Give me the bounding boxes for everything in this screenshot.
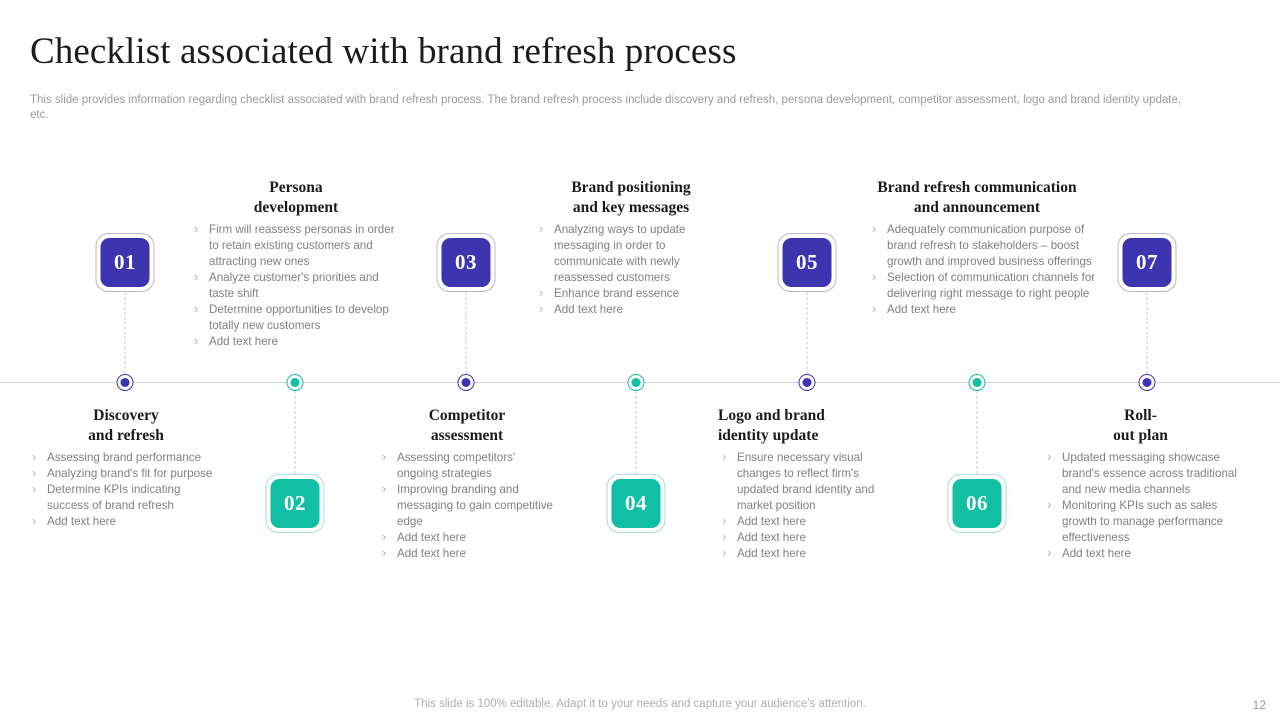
step-heading-line2: and refresh <box>88 427 164 444</box>
timeline-node-2[interactable] <box>286 374 304 391</box>
step-bullets-4: Analyzing ways to update messaging in or… <box>535 221 727 318</box>
step-bullets-3: Assessing competitors' ongoing strategie… <box>378 449 556 562</box>
step-badge-4[interactable]: 04 <box>606 474 666 533</box>
step-heading-line1: Roll- <box>1124 407 1157 424</box>
list-item: Add text here <box>28 513 224 530</box>
node-core-icon <box>631 378 641 387</box>
list-item: Monitoring KPIs such as sales growth to … <box>1043 497 1238 546</box>
connector-5 <box>806 292 808 374</box>
list-item: Add text here <box>535 301 727 318</box>
node-core-icon <box>120 378 130 387</box>
step-bullets-6: Adequately communication purpose of bran… <box>849 221 1105 318</box>
step-bullets-2: Firm will reassess personas in order to … <box>190 221 402 350</box>
list-item: Add text here <box>1043 545 1238 562</box>
step-heading-line2: out plan <box>1113 427 1168 444</box>
list-item: Add text here <box>718 545 898 562</box>
timeline-node-1[interactable] <box>116 374 134 391</box>
page-subtitle: This slide provides information regardin… <box>30 94 1182 121</box>
list-item: Ensure necessary visual changes to refle… <box>718 449 898 514</box>
list-item: Add text here <box>378 545 556 562</box>
step-heading-line2: and announcement <box>913 199 1041 216</box>
list-item: Add text here <box>868 301 1105 318</box>
list-item: Selection of communication channels for … <box>868 269 1105 302</box>
step-heading-line1: Discovery <box>93 407 159 424</box>
step-heading-1: Discovery and refresh <box>28 406 224 446</box>
step-heading-line1: Brand refresh communication <box>877 179 1077 196</box>
step-badge-3[interactable]: 03 <box>436 233 496 292</box>
list-item: Assessing competitors' ongoing strategie… <box>378 449 556 482</box>
step-block-6: Brand refresh communication and announce… <box>849 178 1105 318</box>
step-badge-6[interactable]: 06 <box>947 474 1007 533</box>
step-block-7: Roll- out plan Updated messaging showcas… <box>1043 406 1238 562</box>
step-badge-2[interactable]: 02 <box>265 474 325 533</box>
page-title: Checklist associated with brand refresh … <box>30 31 737 72</box>
step-block-1: Discovery and refresh Assessing brand pe… <box>28 406 224 530</box>
step-heading-line2: development <box>253 199 339 216</box>
step-badge-label: 03 <box>441 238 491 287</box>
list-item: Assessing brand performance <box>28 449 224 466</box>
step-block-4: Brand positioning and key messages Analy… <box>535 178 727 318</box>
step-badge-7[interactable]: 07 <box>1117 233 1177 292</box>
step-heading-2: Persona development <box>190 178 402 218</box>
list-item: Add text here <box>190 333 402 350</box>
node-core-icon <box>802 378 812 387</box>
connector-4 <box>635 391 637 474</box>
list-item: Enhance brand essence <box>535 285 727 302</box>
step-badge-1[interactable]: 01 <box>95 233 155 292</box>
footer-note: This slide is 100% editable. Adapt it to… <box>414 698 866 710</box>
list-item: Determine KPIs indicating success of bra… <box>28 481 224 514</box>
timeline-node-3[interactable] <box>457 374 475 391</box>
step-heading-4: Brand positioning and key messages <box>535 178 727 218</box>
node-core-icon <box>972 378 982 387</box>
step-badge-label: 06 <box>952 479 1002 528</box>
step-badge-label: 02 <box>270 479 320 528</box>
step-heading-3: Competitor assessment <box>378 406 556 446</box>
step-badge-label: 04 <box>611 479 661 528</box>
connector-6 <box>976 391 978 474</box>
step-block-5: Logo and brand identity update Ensure ne… <box>718 406 898 562</box>
list-item: Adequately communication purpose of bran… <box>868 221 1105 270</box>
connector-1 <box>124 292 126 374</box>
list-item: Firm will reassess personas in order to … <box>190 221 402 270</box>
step-heading-7: Roll- out plan <box>1043 406 1238 446</box>
step-badge-label: 07 <box>1122 238 1172 287</box>
connector-2 <box>294 391 296 474</box>
connector-7 <box>1146 292 1148 374</box>
step-heading-5: Logo and brand identity update <box>718 406 898 446</box>
step-heading-line2: and key messages <box>572 199 690 216</box>
node-core-icon <box>461 378 471 387</box>
step-heading-line1: Brand positioning <box>571 179 691 196</box>
step-heading-line2: assessment <box>430 427 504 444</box>
timeline-node-4[interactable] <box>627 374 645 391</box>
node-core-icon <box>290 378 300 387</box>
list-item: Improving branding and messaging to gain… <box>378 481 556 530</box>
step-block-2: Persona development Firm will reassess p… <box>190 178 402 350</box>
node-core-icon <box>1142 378 1152 387</box>
list-item: Add text here <box>378 529 556 546</box>
list-item: Analyzing ways to update messaging in or… <box>535 221 727 286</box>
step-heading-line1: Persona <box>269 179 323 196</box>
list-item: Updated messaging showcase brand's essen… <box>1043 449 1238 498</box>
timeline-node-6[interactable] <box>968 374 986 391</box>
step-heading-line2: identity update <box>718 427 819 444</box>
step-block-3: Competitor assessment Assessing competit… <box>378 406 556 562</box>
timeline-node-5[interactable] <box>798 374 816 391</box>
step-heading-6: Brand refresh communication and announce… <box>849 178 1105 218</box>
step-bullets-5: Ensure necessary visual changes to refle… <box>718 449 898 562</box>
list-item: Add text here <box>718 513 898 530</box>
step-badge-label: 05 <box>782 238 832 287</box>
step-heading-line1: Competitor <box>428 407 506 424</box>
step-bullets-1: Assessing brand performance Analyzing br… <box>28 449 224 530</box>
step-bullets-7: Updated messaging showcase brand's essen… <box>1043 449 1238 562</box>
list-item: Analyze customer's priorities and taste … <box>190 269 402 302</box>
step-badge-label: 01 <box>100 238 150 287</box>
step-heading-line1: Logo and brand <box>718 407 825 424</box>
timeline-node-7[interactable] <box>1138 374 1156 391</box>
list-item: Determine opportunities to develop total… <box>190 301 402 334</box>
list-item: Add text here <box>718 529 898 546</box>
list-item: Analyzing brand's fit for purpose <box>28 465 224 482</box>
connector-3 <box>465 292 467 374</box>
page-number: 12 <box>1252 698 1266 712</box>
step-badge-5[interactable]: 05 <box>777 233 837 292</box>
